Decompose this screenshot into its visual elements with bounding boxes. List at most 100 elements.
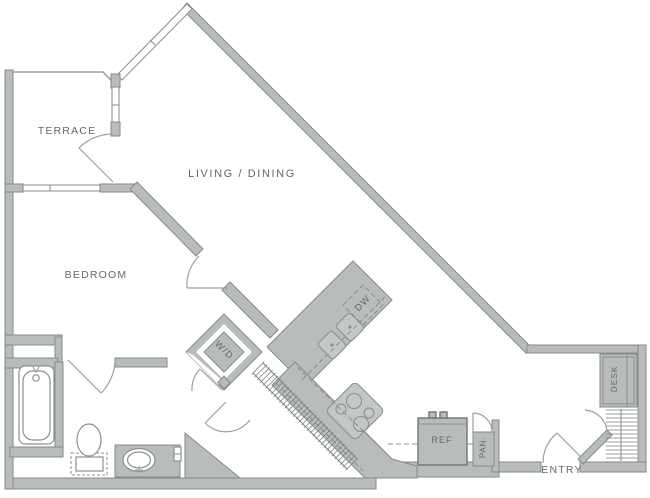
refrigerator: [417, 417, 468, 466]
apex-window-mullion: [149, 39, 156, 46]
desk: [599, 353, 638, 408]
cabinet-dash-3: [275, 382, 364, 472]
hanger-tick: [287, 398, 301, 412]
wd-door-pillar: [217, 375, 231, 390]
washer-dryer-closet: [185, 313, 263, 391]
wall-bottom-entry-right: [579, 461, 647, 473]
hanger-tick: [328, 440, 342, 454]
hanger-tick: [262, 372, 276, 386]
walkin-closet: [251, 361, 359, 471]
cabinet-dash-1: [300, 296, 386, 382]
entry-label: ENTRY: [541, 464, 583, 476]
terrace-label: TERRACE: [37, 125, 97, 137]
apex-window: [116, 3, 193, 81]
hanger-tick: [279, 389, 293, 403]
hanger-tick: [342, 454, 356, 468]
bathtub-drain: [32, 374, 40, 382]
pantry-door-arc: [472, 412, 493, 433]
hanger-tick: [309, 420, 323, 434]
interior-walls: [4, 181, 613, 479]
living-dining-label: LIVING / DINING: [188, 168, 296, 180]
terrace-door-leaf: [78, 147, 114, 183]
hanger-tick: [317, 429, 331, 443]
toilet-tank: [75, 456, 104, 472]
walkin-door-leaf: [204, 401, 227, 424]
wall-bottom-left: [4, 477, 377, 490]
hanger-tick: [257, 367, 271, 381]
terrace-parapet-line: [13, 71, 112, 81]
vanity-sink-inner: [126, 451, 152, 469]
pantry-cabinet: [472, 431, 495, 467]
kitchen-peninsula: [266, 260, 393, 387]
desk-and-entry-closet: [599, 353, 638, 461]
wd-door-arc: [191, 368, 201, 392]
toilet-bowl: [76, 423, 102, 457]
hanger-tick: [306, 417, 320, 431]
cabinet-dash-2: [296, 366, 389, 456]
entry-door-leaf: [556, 432, 581, 457]
hanger-tick: [284, 395, 298, 409]
hanger-tick: [315, 426, 329, 440]
hanger-tick: [259, 369, 273, 383]
window-pillar-top: [110, 73, 121, 89]
refrigerator-handle-2: [439, 411, 448, 419]
hanger-tick: [292, 403, 306, 417]
closet-hangers-diagonal: [251, 361, 359, 471]
hanger-tick: [337, 449, 351, 463]
wall-bedroom-bottom: [4, 334, 63, 346]
wall-bedroom-diagonal: [129, 181, 204, 257]
entry-closet-hangers: [606, 409, 637, 459]
bedroom-door-arc: [186, 255, 200, 289]
vanity-faucet: [135, 466, 143, 473]
bathroom-door-arc: [100, 359, 116, 394]
wd-door-leaf: [199, 368, 223, 391]
wall-tub-right: [54, 361, 64, 453]
entry-closet-door-arc: [584, 409, 608, 431]
wall-bath-door: [114, 357, 168, 368]
hanger-tick: [339, 451, 353, 465]
bathroom-door-leaf: [67, 359, 102, 394]
wall-terrace-bedroom-left: [4, 183, 24, 193]
hanger-tick: [301, 412, 315, 426]
hanger-tick: [254, 364, 268, 378]
burner-1: [345, 392, 363, 410]
wall-left: [4, 69, 14, 490]
wall-top-right: [526, 344, 647, 354]
hanger-tick: [345, 457, 359, 471]
wall-entry-diagonal: [577, 429, 613, 465]
hanger-tick: [331, 443, 345, 457]
hanger-tick: [270, 381, 284, 395]
refrigerator-handle-1: [428, 411, 437, 419]
wall-wedge: [184, 431, 242, 479]
wall-tub-bottom: [9, 446, 64, 458]
hanger-tick: [320, 432, 334, 446]
outer-walls: [4, 2, 647, 490]
desk-label: DESK: [609, 365, 619, 393]
hanger-tick: [251, 361, 265, 375]
hanger-tick: [265, 375, 279, 389]
dishwasher-outline: [342, 284, 384, 326]
hanger-tick: [268, 378, 282, 392]
hanger-tick: [281, 392, 295, 406]
hanger-tick: [290, 401, 304, 415]
desk-inner-outline: [602, 356, 635, 405]
sink-drain-1: [330, 343, 334, 347]
burner-3: [363, 407, 375, 419]
hanger-tick: [326, 437, 340, 451]
hanger-tick: [323, 434, 337, 448]
hanger-tick: [295, 406, 309, 420]
sink-drain-2: [348, 325, 352, 329]
hanger-tick: [334, 446, 348, 460]
hanger-tick: [298, 409, 312, 423]
bathtub-spout: [32, 366, 40, 374]
refrigerator-label: REF: [431, 435, 453, 445]
burner-4: [352, 415, 370, 433]
window-pillar-bottom: [110, 121, 121, 137]
bedroom-window: [22, 184, 101, 192]
walkin-door-arc: [204, 419, 251, 433]
kitchen: [266, 260, 495, 479]
hanger-tick: [312, 423, 326, 437]
wd-door-opening: [186, 352, 224, 384]
